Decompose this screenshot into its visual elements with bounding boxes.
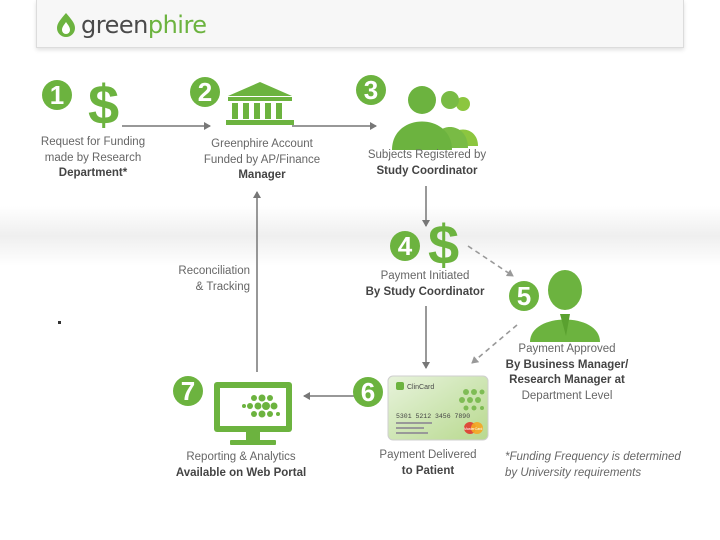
card-number: 5301 5212 3456 7890 [396,413,470,420]
step-6-label: Payment Delivered to Patient [368,448,488,479]
reconciliation-label: Reconciliation & Tracking [166,264,250,295]
footnote-line-2: by University requirements [505,465,695,481]
step-3-label: Subjects Registered by Study Coordinator [362,148,492,179]
step-5-line-4: Department Level [500,389,634,405]
footnote-line-1: *Funding Frequency is determined [505,449,695,465]
dollar-sign-icon: $ [88,73,119,136]
step-1-line-2: made by Research [32,151,154,167]
step-4-label: Payment Initiated By Study Coordinator [360,269,490,300]
step-4-number: 4 [390,231,420,261]
reconciliation-line-2: & Tracking [166,280,250,296]
step-3-line-2: Study Coordinator [362,164,492,180]
step-3-number: 3 [356,75,386,105]
step-5-line-2: By Business Manager/ [500,358,634,374]
payment-card-icon: ClinCard 5301 5212 3456 7890 MasterCard [388,376,488,440]
computer-monitor-icon [214,382,292,445]
step-5-label: Payment Approved By Business Manager/ Re… [500,342,634,404]
step-7-line-2: Available on Web Portal [170,466,312,482]
step-6-line-1: Payment Delivered [368,448,488,464]
step-1-label: Request for Funding made by Research Dep… [32,135,154,182]
step-3-line-1: Subjects Registered by [362,148,492,164]
step-1-line-1: Request for Funding [32,135,154,151]
dollar-sign-icon: $ [428,213,459,276]
step-5-number: 5 [509,281,539,311]
step-2-line-3: Manager [196,168,328,184]
bullet-dot [58,321,61,324]
person-icon [530,270,600,342]
bank-building-icon [226,82,294,125]
reconciliation-line-1: Reconciliation [166,264,250,280]
step-7-label: Reporting & Analytics Available on Web P… [170,450,312,481]
card-network: MasterCard [464,427,482,431]
svg-text:$: $ [428,213,459,276]
step-6-line-2: to Patient [368,464,488,480]
step-7-number: 7 [173,376,203,406]
step-2-line-1: Greenphire Account [196,137,328,153]
step-5-line-1: Payment Approved [500,342,634,358]
people-group-icon [392,86,478,150]
step-2-number: 2 [190,77,220,107]
step-7-line-1: Reporting & Analytics [170,450,312,466]
step-1-number: 1 [42,80,72,110]
step-4-line-1: Payment Initiated [360,269,490,285]
step-1-line-3: Department* [32,166,154,182]
funding-frequency-footnote: *Funding Frequency is determined by Univ… [505,449,695,481]
step-4-line-2: By Study Coordinator [360,285,490,301]
step-2-label: Greenphire Account Funded by AP/Finance … [196,137,328,184]
step-5-line-3: Research Manager at [500,373,634,389]
step-6-number: 6 [353,377,383,407]
step-2-line-2: Funded by AP/Finance [196,153,328,169]
svg-text:$: $ [88,73,119,136]
card-brand: ClinCard [407,384,434,391]
